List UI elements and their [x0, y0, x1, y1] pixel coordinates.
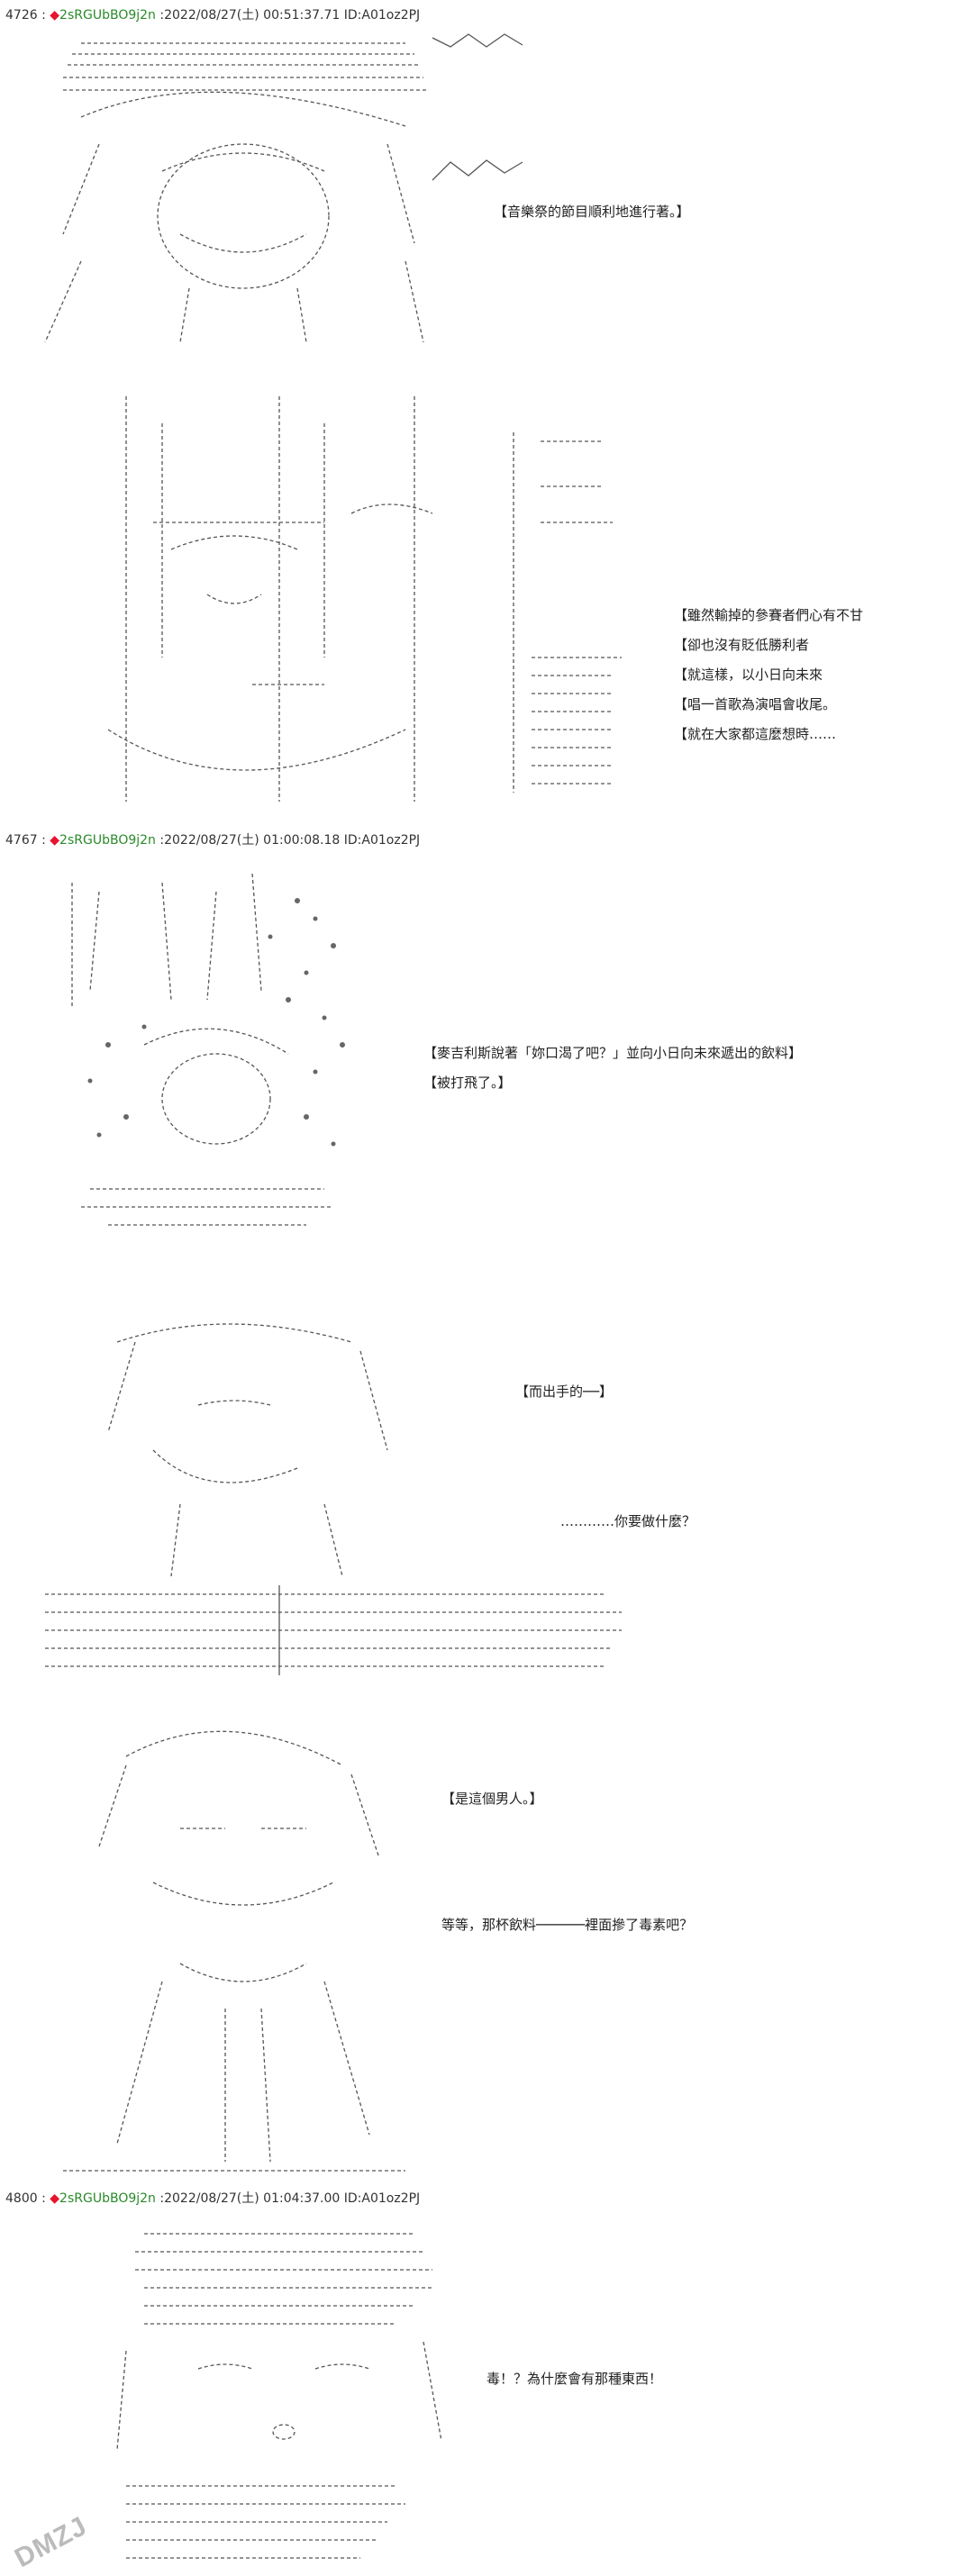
post-id[interactable]: ID:A01oz2PJ [343, 2191, 421, 2206]
dialogue-block-4b: …………你要做什麼？ [560, 1511, 696, 1530]
dialogue-block-4: 【而出手的──】 [515, 1382, 613, 1401]
dialogue-line: 【雖然輸掉的參賽者們心有不甘 [674, 607, 864, 623]
post-id[interactable]: ID:A01oz2PJ [343, 833, 421, 848]
dialogue-line: 【而出手的──】 [515, 1383, 614, 1400]
dialogue-line: 【音樂祭的節目順利地進行著。】 [494, 204, 690, 220]
dialogue-line: 【就這樣，以小日向未來 [674, 667, 823, 683]
trip-diamond-icon: ◆ [50, 2191, 60, 2206]
post-header-4726: 4726 : ◆2sRGUbBO9j2n :2022/08/27(土) 00:5… [5, 8, 421, 23]
dialogue-block-6: 毒！？為什麼會有那種東西！ [486, 2369, 662, 2388]
ascii-art-panel-6 [90, 2216, 450, 2567]
dialogue-line: 【就在大家都這麼想時…… [674, 726, 837, 742]
dialogue-block-3: 【麥吉利斯說著「妳口渴了吧？」並向小日向未來遞出的飲料】 【被打飛了。】 [423, 1043, 802, 1092]
post-number: 4767 [5, 833, 38, 848]
dialogue-line: 【唱一首歌為演唱會收尾。 [674, 696, 837, 712]
post-header-4800: 4800 : ◆2sRGUbBO9j2n :2022/08/27(土) 01:0… [5, 2191, 421, 2206]
dialogue-line: 【被打飛了。】 [423, 1075, 512, 1091]
dialogue-line: 【麥吉利斯說著「妳口渴了吧？」並向小日向未來遞出的飲料】 [423, 1045, 803, 1061]
dialogue-line: 【是這個男人。】 [441, 1791, 543, 1807]
post-tripcode[interactable]: 2sRGUbBO9j2n [59, 2191, 156, 2206]
dialogue-line: 【卻也沒有貶低勝利者 [674, 637, 810, 653]
dialogue-line: 毒！？為什麼會有那種東西！ [486, 2371, 663, 2387]
dialogue-block-2: 【雖然輸掉的參賽者們心有不甘 【卻也沒有貶低勝利者 【就這樣，以小日向未來 【唱… [674, 605, 863, 743]
post-tripcode[interactable]: 2sRGUbBO9j2n [59, 833, 156, 848]
post-number: 4800 [5, 2191, 38, 2206]
post-datetime: :2022/08/27(土) 01:04:37.00 [159, 2191, 341, 2206]
ascii-art-panel-4 [27, 1306, 640, 1684]
post-datetime: :2022/08/27(土) 00:51:37.71 [159, 8, 341, 23]
ascii-art-panel-5 [45, 1711, 432, 2180]
dialogue-line: 等等，那杯飲料──────裡面摻了毒素吧？ [441, 1917, 694, 1933]
dialogue-block-1: 【音樂祭的節目順利地進行著。】 [494, 202, 690, 221]
dialogue-line: …………你要做什麼？ [560, 1513, 696, 1529]
trip-diamond-icon: ◆ [50, 8, 60, 23]
post-number: 4726 [5, 8, 38, 23]
post-tripcode[interactable]: 2sRGUbBO9j2n [59, 8, 156, 23]
trip-diamond-icon: ◆ [50, 833, 60, 848]
dialogue-block-5b: 等等，那杯飲料──────裡面摻了毒素吧？ [441, 1915, 693, 1934]
post-id[interactable]: ID:A01oz2PJ [343, 8, 421, 23]
ascii-art-panel-1 [27, 27, 532, 360]
ascii-art-panel-3 [36, 865, 396, 1243]
ascii-art-panel-2 [27, 387, 658, 811]
post-header-4767: 4767 : ◆2sRGUbBO9j2n :2022/08/27(土) 01:0… [5, 833, 421, 848]
dialogue-block-5: 【是這個男人。】 [441, 1789, 543, 1808]
watermark-logo: DMZJ [10, 2510, 93, 2574]
post-datetime: :2022/08/27(土) 01:00:08.18 [159, 833, 341, 848]
